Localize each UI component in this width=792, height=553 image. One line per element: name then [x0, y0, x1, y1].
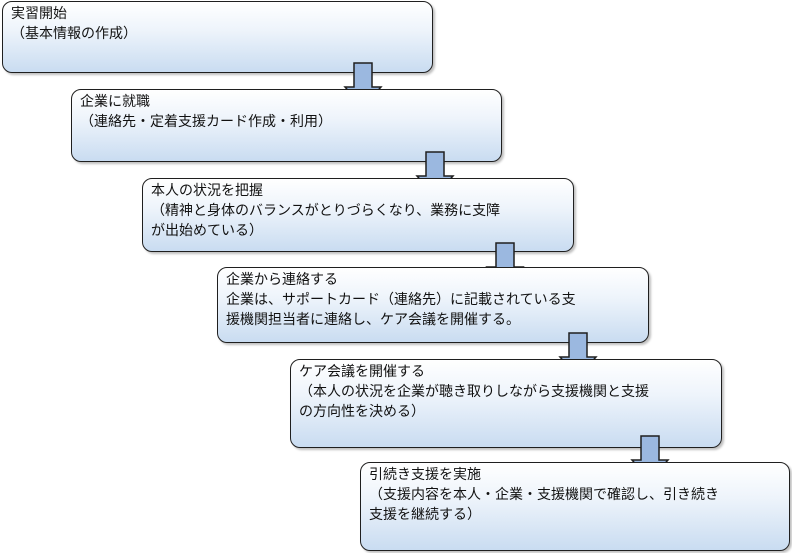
step-1-title: 実習開始 [11, 6, 67, 22]
step-4-box: 企業から連絡する 企業は、サポートカード（連絡先）に記載されている支 援機関担当… [217, 267, 649, 343]
step-2-box: 企業に就職 （連絡先・定着支援カード作成・利用） [71, 89, 502, 162]
step-3-title: 本人の状況を把握 [151, 183, 263, 199]
step-3-box: 本人の状況を把握 （精神と身体のバランスがとりづらくなり、業務に支障 が出始めて… [142, 178, 574, 252]
step-6-box: 引続き支援を実施 （支援内容を本人・企業・支援機関で確認し、引き続き 支援を継続… [360, 462, 790, 551]
step-6-title: 引続き支援を実施 [369, 467, 481, 483]
step-1-detail: （基本情報の作成） [11, 26, 137, 42]
step-4-title: 企業から連絡する [226, 272, 338, 288]
step-5-box: ケア会議を開催する （本人の状況を企業が聴き取りしながら支援機関と支援 の方向性… [290, 359, 722, 448]
step-6-detail: （支援内容を本人・企業・支援機関で確認し、引き続き 支援を継続する） [369, 487, 719, 523]
step-3-detail: （精神と身体のバランスがとりづらくなり、業務に支障 が出始めている） [151, 203, 501, 239]
step-2-detail: （連絡先・定着支援カード作成・利用） [80, 114, 332, 130]
step-2-title: 企業に就職 [80, 94, 150, 110]
step-1-box: 実習開始 （基本情報の作成） [2, 1, 433, 73]
step-4-detail: 企業は、サポートカード（連絡先）に記載されている支 援機関担当者に連絡し、ケア会… [226, 292, 576, 328]
step-5-title: ケア会議を開催する [299, 364, 425, 380]
step-5-detail: （本人の状況を企業が聴き取りしながら支援機関と支援 の方向性を決める） [299, 384, 649, 420]
